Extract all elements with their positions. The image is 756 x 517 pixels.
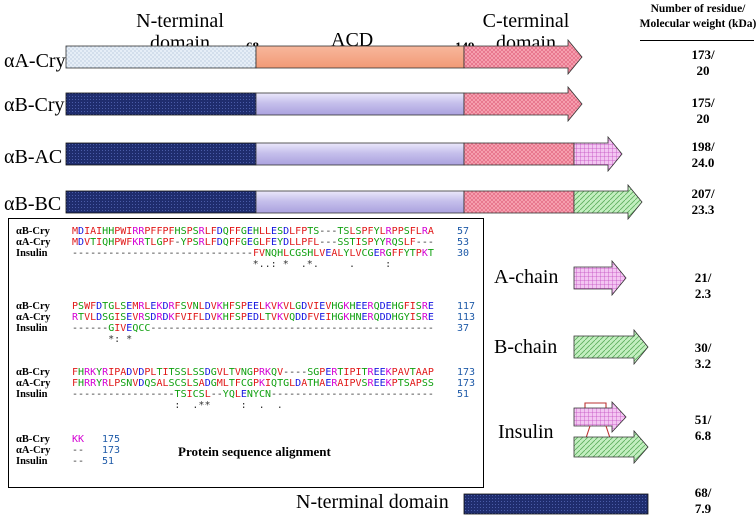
- alignment-sequence: ------GIVEQCC---------------------------…: [72, 323, 434, 334]
- alignment-sequence: KK: [72, 434, 85, 445]
- alignment-sequence: MDVTIQHPWFKRTLGPF-YPSRLFDQFFGEGLFEYDLLPF…: [72, 237, 434, 248]
- header-underline: [640, 40, 754, 42]
- alignment-box: αB-Cry MDIAIHHPWIRRPFFPFHSPSRLFDQFFGEHLLE…: [8, 218, 484, 488]
- alignment-position-number: 173: [102, 445, 121, 456]
- insulin-label: Insulin: [498, 421, 554, 443]
- alignment-position-number: 173: [457, 367, 476, 378]
- row-label-ab-ac: αB-AC: [4, 146, 63, 168]
- alignment-conservation: *: *: [72, 334, 133, 345]
- row-label-ab-bc: αB-BC: [4, 193, 62, 215]
- alignment-name: Insulin: [16, 389, 48, 400]
- bar-ab-bc: [65, 183, 643, 221]
- alignment-position-number: 175: [102, 434, 121, 445]
- alignment-position-number: 37: [457, 323, 470, 334]
- alignment-sequence: FHRRYRLPSNVDQSALSCSLSADGMLTFCGPKIQTGLDAT…: [72, 378, 434, 389]
- b-chain-label: B-chain: [494, 336, 558, 358]
- alignment-title: Protein sequence alignment: [178, 444, 331, 459]
- alignment-name: αA-Cry: [16, 237, 51, 248]
- alignment-position-number: 30: [457, 248, 470, 259]
- row-value-ab-ac: 198/ 24.0: [691, 139, 715, 170]
- insulin-value: 51/ 6.8: [694, 412, 712, 443]
- b-chain-arrow: [573, 328, 649, 366]
- alignment-sequence: RTVLDSGISEVRSDRDKFVIFLDVKHFSPEDLTVKVQDDF…: [72, 312, 434, 323]
- alignment-name: αA-Cry: [16, 378, 51, 389]
- bar-aa-cry: [65, 38, 583, 76]
- alignment-sequence: --: [72, 445, 85, 456]
- alignment-name: αB-Cry: [16, 301, 50, 312]
- row-value-ab-bc: 207/ 23.3: [691, 186, 715, 217]
- alignment-content: αB-Cry MDIAIHHPWIRRPFFPFHSPSRLFDQFFGEHLLE…: [9, 219, 483, 487]
- alignment-sequence: FHRKYRIPADVDPLTITSSLSSDGVLTVNGPRKQV----S…: [72, 367, 434, 378]
- alignment-position-number: 51: [102, 456, 115, 467]
- alignment-sequence: ------------------------------FVNQHLCGSH…: [72, 248, 434, 259]
- residue-weight-header: Number of residue/ Molecular weight (kDa…: [639, 3, 756, 30]
- alignment-name: Insulin: [16, 323, 48, 334]
- row-value-ab-cry: 175/ 20: [691, 95, 715, 126]
- alignment-name: Insulin: [16, 456, 48, 467]
- acd-header: ACD: [331, 29, 374, 51]
- alignment-position-number: 57: [457, 226, 470, 237]
- alignment-name: αB-Cry: [16, 434, 50, 445]
- row-label-ab-cry: αB-Cry: [4, 94, 65, 116]
- n-terminal-domain-bar: [463, 493, 649, 515]
- row-value-aa-cry: 173/ 20: [691, 47, 715, 78]
- alignment-position-number: 53: [457, 237, 470, 248]
- alignment-name: αA-Cry: [16, 445, 51, 456]
- b-chain-value: 30/ 3.2: [694, 340, 712, 371]
- a-chain-label: A-chain: [494, 266, 559, 288]
- alignment-position-number: 51: [457, 389, 470, 400]
- insulin-structure: [573, 400, 649, 465]
- alignment-position-number: 117: [457, 301, 476, 312]
- bar-ab-cry: [65, 85, 583, 123]
- alignment-name: αA-Cry: [16, 312, 51, 323]
- alignment-name: Insulin: [16, 248, 48, 259]
- n-terminal-domain-label: N-terminal domain: [296, 491, 449, 513]
- alignment-sequence: --: [72, 456, 85, 467]
- a-chain-value: 21/ 2.3: [694, 270, 712, 301]
- alignment-conservation: *..: * .*. . :: [72, 259, 392, 270]
- alignment-name: αB-Cry: [16, 226, 50, 237]
- alignment-name: αB-Cry: [16, 367, 50, 378]
- n-terminal-domain-value: 68/ 7.9: [694, 485, 712, 516]
- alignment-position-number: 173: [457, 378, 476, 389]
- alignment-sequence: MDIAIHHPWIRRPFFPFHSPSRLFDQFFGEHLLESDLFPT…: [72, 226, 434, 237]
- alignment-sequence: PSWFDTGLSEMRLEKDRFSVNLDVKHFSPEELKVKVLGDV…: [72, 301, 434, 312]
- row-label-aa-cry: αA-Cry: [4, 50, 66, 72]
- a-chain-arrow: [573, 259, 627, 297]
- bar-ab-ac: [65, 135, 623, 173]
- alignment-conservation: : .** : . .: [72, 400, 283, 411]
- alignment-sequence: -----------------TSICSL--YQLENYCN-------…: [72, 389, 434, 400]
- alignment-position-number: 113: [457, 312, 476, 323]
